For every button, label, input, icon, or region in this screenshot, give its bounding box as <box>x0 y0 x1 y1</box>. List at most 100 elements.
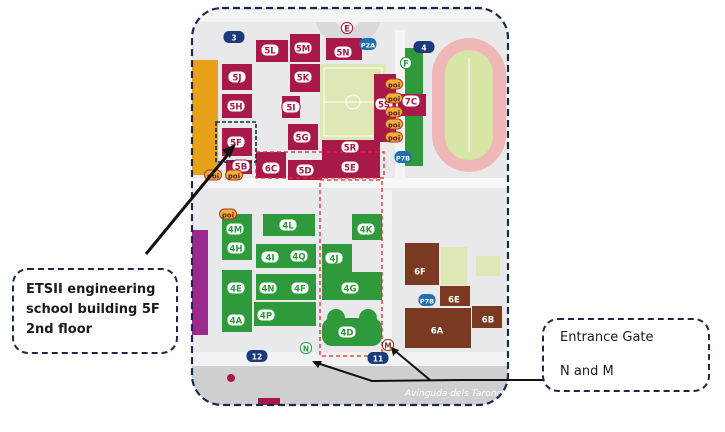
building-4g: 4G <box>340 281 360 295</box>
parking-labels: P7B P7B P2A <box>359 38 436 306</box>
building-4i-text: 4I <box>265 253 274 263</box>
building-4m-text: 4M <box>228 225 242 235</box>
building-5f-text: 5F <box>230 138 242 148</box>
building-4p: 4P <box>256 308 276 322</box>
etsii-callout-line-3: 2nd floor <box>26 322 93 337</box>
poi-marker-text: poi <box>228 172 240 180</box>
building-4j: 4J <box>324 251 344 265</box>
building-6f-text: 6F <box>414 267 426 277</box>
parking-icon-text: P7B <box>420 297 434 305</box>
poi-marker: poi <box>385 106 403 118</box>
bus-stop-12: 12 <box>246 350 268 362</box>
building-4p-text: 4P <box>260 311 272 321</box>
poi-marker-text: poi <box>222 211 234 219</box>
other-map-labels: EF <box>341 22 412 69</box>
gate-n-marker-text: N <box>303 344 309 353</box>
poi-marker: poi <box>385 131 403 143</box>
building-4m: 4M <box>225 222 245 236</box>
building-4d: 4D <box>337 325 357 339</box>
building-6c: 6C <box>261 161 281 175</box>
gate-m-marker: M <box>382 339 394 351</box>
metro-icon <box>227 374 235 382</box>
building-4q-text: 4Q <box>292 252 305 262</box>
bus-stop-11-text: 11 <box>373 354 383 363</box>
parking-icon: P7B <box>418 294 436 306</box>
building-4l: 4L <box>278 218 298 232</box>
building-4f: 4F <box>290 281 310 295</box>
gate-m-pointer-line <box>393 349 431 381</box>
building-4q: 4Q <box>289 249 309 263</box>
building-5n-text: 5N <box>336 48 349 58</box>
poi-marker: poi <box>385 78 403 90</box>
building-5d: 5D <box>295 163 315 177</box>
parking-icon: P7B <box>394 151 412 163</box>
bus-stop-3-text: 3 <box>231 33 236 42</box>
building-6e: 6E <box>444 292 464 306</box>
etsii-callout-box: ETSII engineering school building 5F 2nd… <box>12 268 178 354</box>
building-5l-text: 5L <box>264 46 276 56</box>
gate-m-marker-text: M <box>384 341 391 350</box>
building-5m: 5M <box>293 41 313 55</box>
building-5h-text: 5H <box>229 102 242 112</box>
poi-marker-text: poi <box>207 172 219 180</box>
gate-n-marker: N <box>300 342 312 354</box>
building-5j-text: 5J <box>232 73 241 83</box>
building-5j: 5J <box>227 70 247 84</box>
building-6e-text: 6E <box>448 295 460 305</box>
building-5g-text: 5G <box>296 133 309 143</box>
etsii-pointer-arrowhead <box>222 144 236 158</box>
dashed-route-outline <box>255 151 385 357</box>
building-5i-text: 5I <box>286 103 295 113</box>
etsii-callout-line-1: ETSII engineering <box>26 282 156 297</box>
building-4j-text: 4J <box>329 254 338 264</box>
building-4l-text: 4L <box>282 221 294 231</box>
building-4e-text: 4E <box>230 284 242 294</box>
building-4n: 4N <box>258 281 278 295</box>
bus-stop-3: 3 <box>223 31 245 43</box>
entrance-gate-callout-box: Entrance Gate N and M <box>542 318 710 392</box>
building-7c-text: 7C <box>405 97 417 107</box>
map-label-e: E <box>341 22 353 34</box>
map-label-e-text: E <box>344 24 350 34</box>
building-7c: 7C <box>401 94 421 108</box>
parking-icon-text: P2A <box>361 41 375 49</box>
poi-marker-text: poi <box>388 121 400 129</box>
building-5k-text: 5K <box>297 73 310 83</box>
building-5e-text: 5E <box>344 163 356 173</box>
building-5n: 5N <box>333 45 353 59</box>
entrance-gate-callout-title: Entrance Gate <box>560 330 654 345</box>
poi-marker: poi <box>225 169 243 181</box>
etsii-pointer-line <box>144 151 232 255</box>
building-4a: 4A <box>226 313 246 327</box>
building-4i: 4I <box>260 250 280 264</box>
gate-n-pointer-line <box>313 361 545 383</box>
building-5l: 5L <box>260 43 280 57</box>
poi-marker-text: poi <box>388 81 400 89</box>
gate-m-pointer-arrowhead <box>391 347 399 356</box>
building-6a-text: 6A <box>431 326 444 336</box>
building-5f: 5F <box>226 135 246 149</box>
poi-marker: poi <box>219 208 237 220</box>
parking-icon-text: P7B <box>396 154 410 162</box>
bus-stop-4: 4 <box>413 41 435 53</box>
map-frame <box>190 6 510 407</box>
building-4e: 4E <box>226 281 246 295</box>
building-5g: 5G <box>292 130 312 144</box>
building-5r-text: 5R <box>344 143 357 153</box>
building-5b-text: 5B <box>235 162 247 172</box>
bus-stop-11: 11 <box>367 352 389 364</box>
pointer-arrows <box>144 144 545 383</box>
building-4h-text: 4H <box>229 244 242 254</box>
athletics-track <box>432 38 506 172</box>
building-4g-text: 4G <box>344 284 357 294</box>
building-5r: 5R <box>340 140 360 154</box>
bus-stop-12-text: 12 <box>252 352 262 361</box>
building-5d-text: 5D <box>299 166 312 176</box>
poi-marker-text: poi <box>388 95 400 103</box>
building-4n-text: 4N <box>261 284 274 294</box>
